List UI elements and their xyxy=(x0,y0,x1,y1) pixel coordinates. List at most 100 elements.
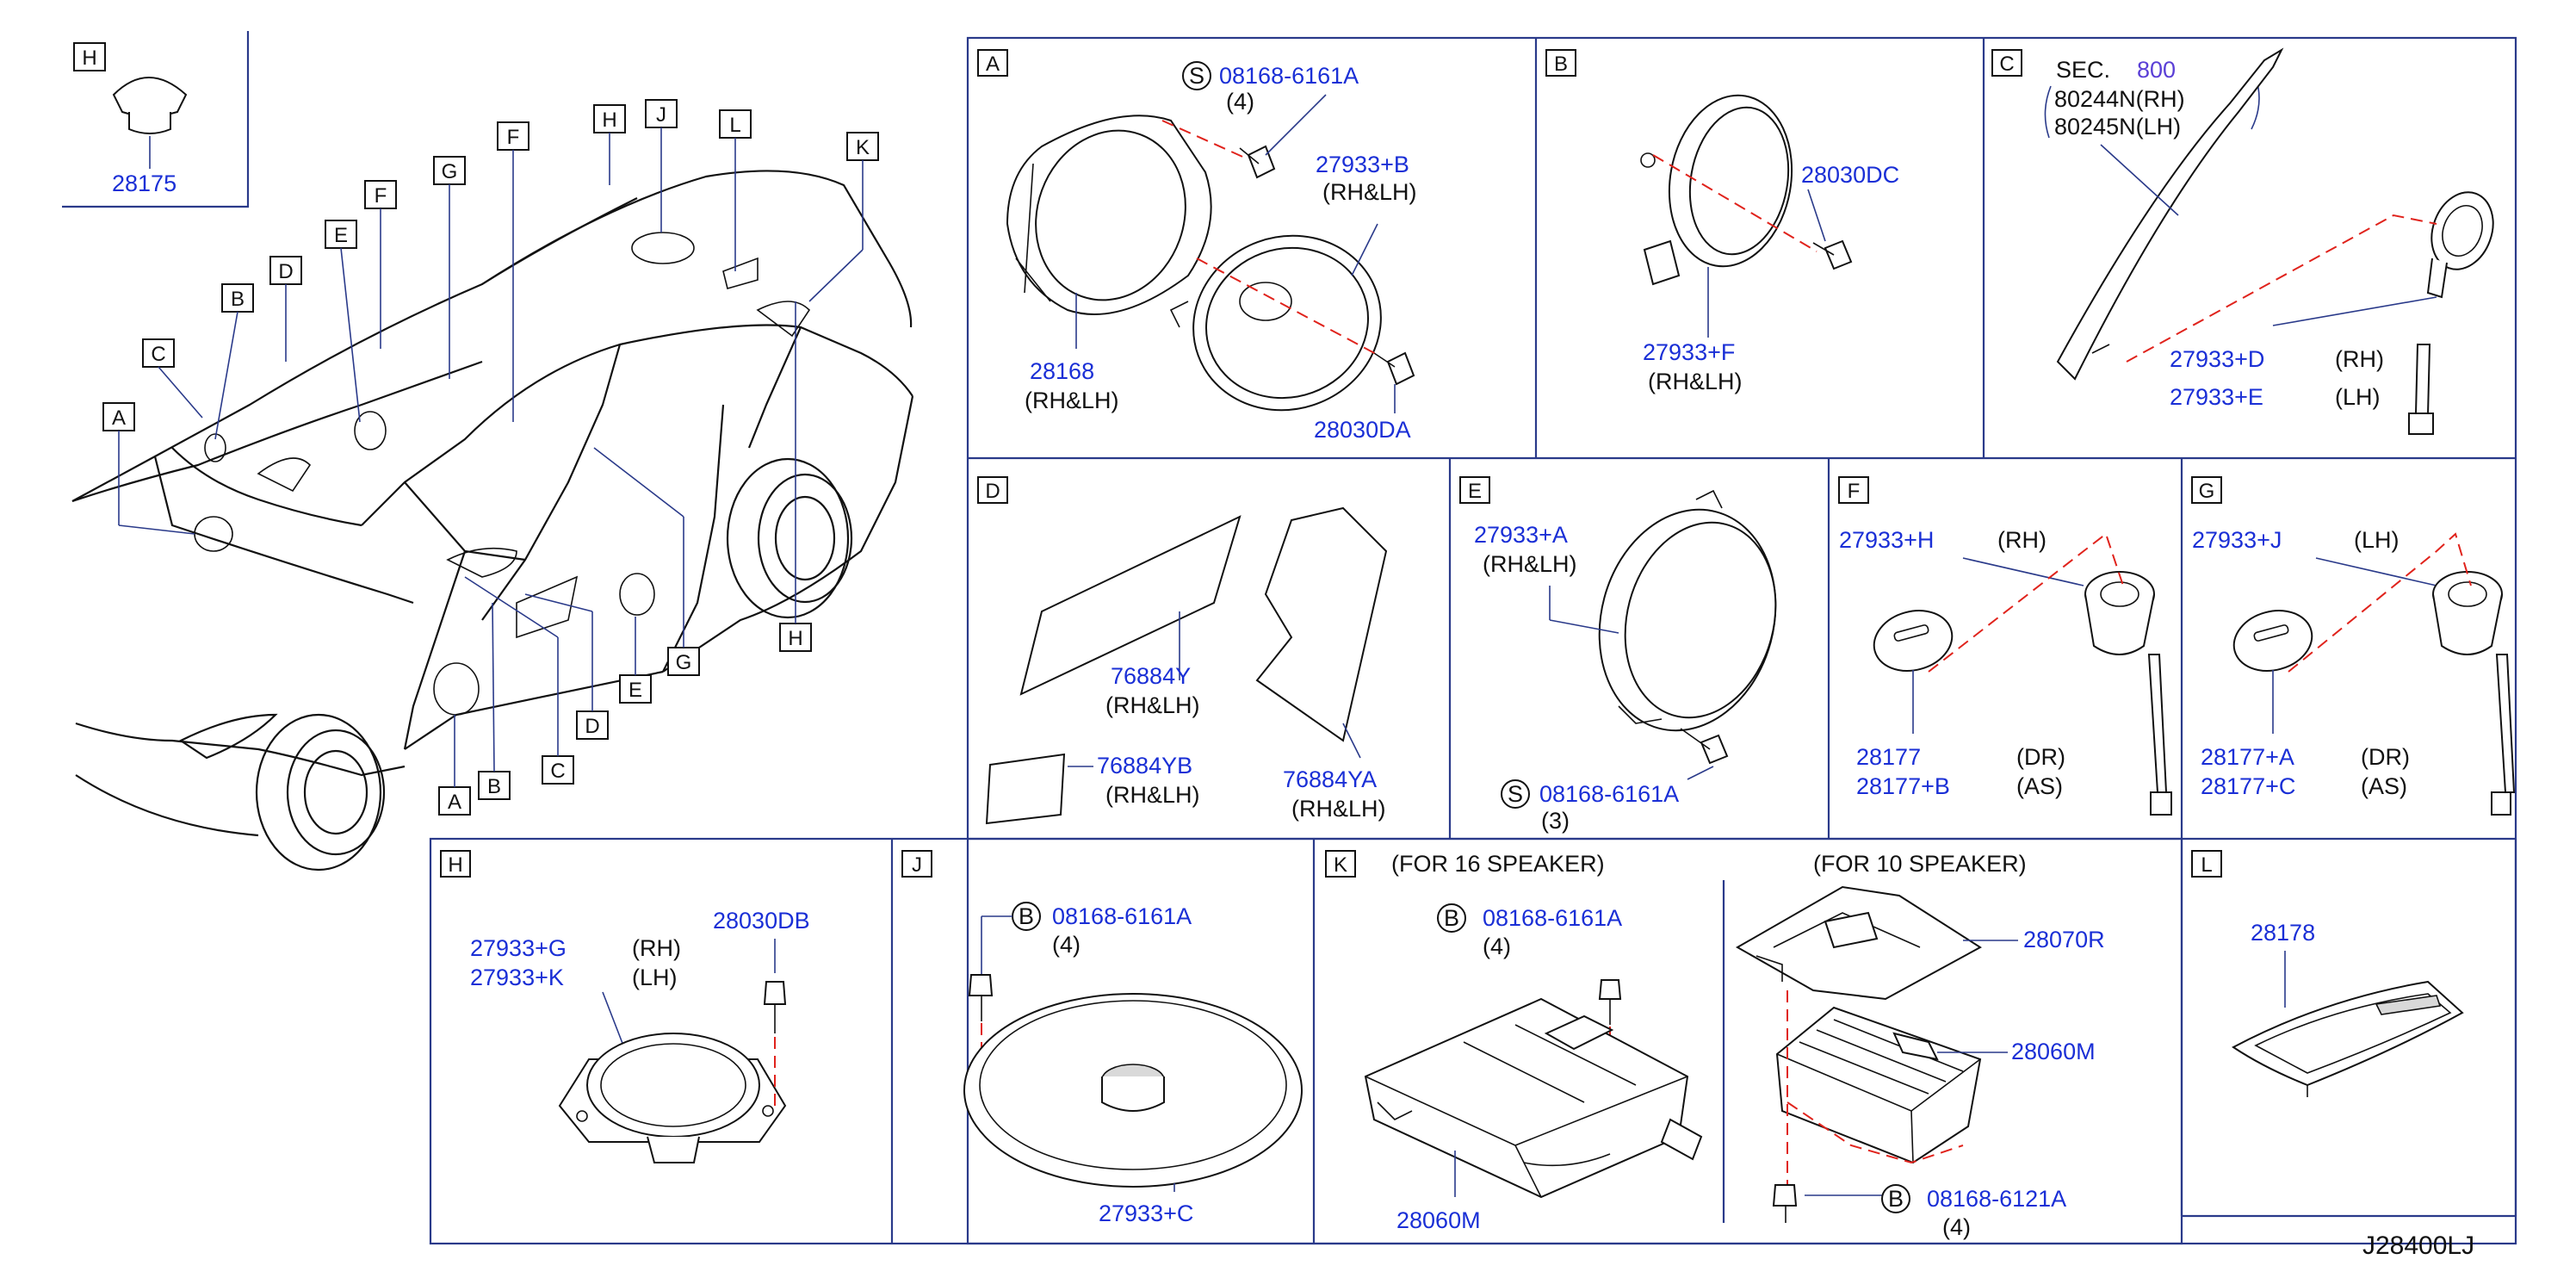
tweeter-stalk-icon xyxy=(2084,571,2172,816)
panel-k-bolt-number: 08168-6161A xyxy=(1483,905,1622,931)
bolt-icon xyxy=(1239,145,1276,179)
trim-cover-icon xyxy=(2232,980,2464,1097)
panel-d-part1: 76884Y xyxy=(1111,663,1191,689)
callout-c-left: C xyxy=(142,338,203,419)
rear-wheel-icon xyxy=(726,457,853,619)
label-text: G xyxy=(676,651,692,674)
panel-k-bolt2-qty: (4) xyxy=(1942,1214,1971,1240)
panel-b-part2-side: (RH&LH) xyxy=(1648,369,1743,394)
callout-f-left: F xyxy=(364,180,397,349)
panel-a-bolt-qty: (4) xyxy=(1226,89,1254,115)
panel-d: D 76884Y (RH&LH) 76884YB (RH&LH) 76884YA… xyxy=(977,476,1388,825)
panel-c-part1-side: (RH) xyxy=(2335,346,2384,372)
panel-h-part2: 27933+K xyxy=(470,965,564,990)
callout-b-bottom: B xyxy=(478,602,511,800)
panel-b: B 28030DC 27933+F (RH&LH) xyxy=(1545,49,1899,394)
panel-e-part1: 27933+A xyxy=(1474,522,1568,548)
panel-j-bolt-number: 08168-6161A xyxy=(1052,903,1192,929)
panel-d-label: D xyxy=(985,480,1000,503)
panel-d-part1-side: (RH&LH) xyxy=(1105,692,1200,718)
amplifier-10-icon xyxy=(1775,1006,1982,1164)
label-text: F xyxy=(375,184,387,208)
panel-f-part1-side: (RH) xyxy=(1997,527,2047,553)
callout-g-bottom: G xyxy=(593,447,700,676)
label-text: A xyxy=(448,791,461,814)
callout-a-bottom: A xyxy=(438,715,471,816)
panel-k-label: K xyxy=(1334,853,1347,877)
speaker-oval-large-icon xyxy=(963,993,1303,1188)
panel-c-ref1: 80244N(RH) xyxy=(2054,86,2185,112)
callout-c-bottom: C xyxy=(464,576,574,785)
callout-d-bottom: D xyxy=(524,593,609,740)
panel-b-label: B xyxy=(1554,53,1568,76)
speaker-oval-icon xyxy=(1169,234,1382,412)
panel-c-sec-number: 800 xyxy=(2137,57,2176,83)
speaker-ring-icon xyxy=(1598,489,1777,732)
panel-g-part1-side: (LH) xyxy=(2354,527,2400,553)
panel-k-bolt2-number: 08168-6121A xyxy=(1927,1186,2066,1212)
panel-a-s-code: S xyxy=(1189,63,1204,89)
panel-c-label: C xyxy=(1999,53,2014,76)
panel-c-ref2: 80245N(LH) xyxy=(2054,114,2181,140)
speaker-round-icon xyxy=(558,1033,787,1163)
callout-e-bottom: E xyxy=(619,617,652,704)
panel-k-b-code-2: B xyxy=(1888,1186,1904,1212)
panel-c-part2-side: (LH) xyxy=(2335,384,2381,410)
label-text: F xyxy=(507,126,520,149)
panel-g-part3-side: (AS) xyxy=(2361,773,2407,799)
label-text: D xyxy=(278,260,293,283)
panel-e-bolt-qty: (3) xyxy=(1541,808,1570,834)
bolt-icon xyxy=(1812,239,1853,270)
panel-e: E 27933+A (RH&LH) S 08168-6161A (3) xyxy=(1459,476,1777,834)
label-text: C xyxy=(550,760,565,783)
panel-a: A S 08168-6161A (4) 27933+B (RH&LH) 2816… xyxy=(977,49,1417,443)
callout-d-left: D xyxy=(269,256,302,362)
label-text: D xyxy=(585,715,599,738)
callout-k-top: K xyxy=(808,132,879,302)
label-text: H xyxy=(788,627,802,650)
speaker-ring-icon xyxy=(1640,94,1793,286)
panel-j-b-code: B xyxy=(1019,903,1034,929)
panel-k-part3: 28060M xyxy=(2011,1039,2096,1064)
callout-h-bottom: H xyxy=(779,301,812,652)
panel-a-label: A xyxy=(986,53,1000,76)
panel-e-part1-side: (RH&LH) xyxy=(1483,551,1577,577)
panel-c-sec: SEC. xyxy=(2056,57,2110,83)
panel-e-label: E xyxy=(1468,480,1482,503)
callout-b-left: B xyxy=(214,283,254,440)
panel-f-part2-side: (DR) xyxy=(2016,744,2065,770)
panel-d-part2: 76884YB xyxy=(1097,753,1192,779)
panel-f-part1: 27933+H xyxy=(1839,527,1934,553)
panel-g-part3: 28177+C xyxy=(2201,773,2295,799)
panel-f: F 27933+H (RH) 28177 (DR) 28177+B (AS) xyxy=(1838,476,2172,816)
label-text: A xyxy=(112,406,126,430)
panel-k-title-16: (FOR 16 SPEAKER) xyxy=(1391,851,1605,877)
panel-j-bolt-qty: (4) xyxy=(1052,932,1081,958)
callout-h-top: H xyxy=(593,104,626,185)
panel-k-title-10: (FOR 10 SPEAKER) xyxy=(1813,851,2027,877)
panel-l-label: L xyxy=(2201,853,2212,877)
panel-b-part2: 27933+F xyxy=(1643,339,1735,365)
callout-l-top: L xyxy=(719,109,752,271)
panel-k: K (FOR 16 SPEAKER) (FOR 10 SPEAKER) B 08… xyxy=(1325,850,2105,1240)
front-wheel-icon xyxy=(255,713,386,872)
panel-f-part3-side: (AS) xyxy=(2016,773,2063,799)
bolt-icon xyxy=(968,974,994,1021)
label-text: L xyxy=(729,114,740,137)
amplifier-16-icon xyxy=(1364,997,1703,1199)
callout-g-left: G xyxy=(433,156,466,379)
panel-e-bolt-number: 08168-6161A xyxy=(1539,781,1679,807)
tweeter-stalk-icon xyxy=(2432,571,2516,816)
label-text: B xyxy=(231,288,245,311)
inset-h-part-number: 28175 xyxy=(112,171,176,196)
panel-h-part2-side: (LH) xyxy=(632,965,678,990)
panel-a-part1-side: (RH&LH) xyxy=(1322,179,1417,205)
car-overview: H J L K F G F xyxy=(71,99,914,872)
panel-a-part2: 28168 xyxy=(1030,358,1094,384)
bolt-icon xyxy=(1680,728,1729,765)
panel-frames xyxy=(429,36,2517,1245)
panel-k-bolt-qty: (4) xyxy=(1483,934,1511,959)
panel-j: J B 08168-6161A (4) 27933+C xyxy=(901,850,1303,1226)
callout-e-left: E xyxy=(325,220,361,423)
